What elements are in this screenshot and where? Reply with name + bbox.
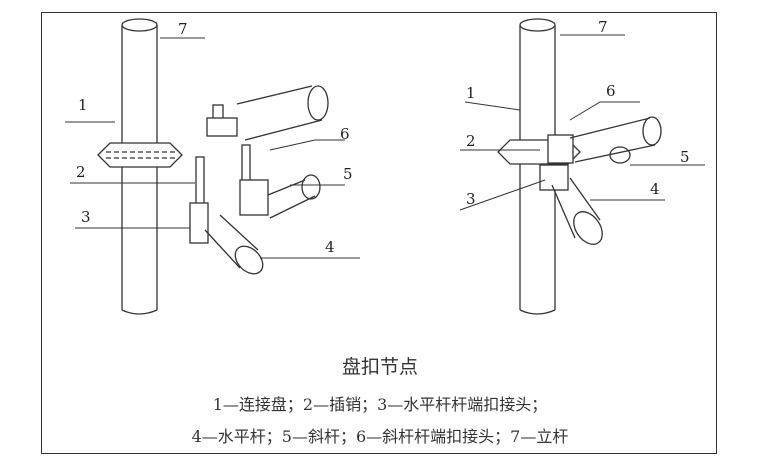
figure-border <box>41 12 717 454</box>
right-label-6: 6 <box>606 82 616 100</box>
left-label-5: 5 <box>343 165 353 183</box>
diagonal-bar <box>301 174 321 200</box>
pole-top <box>121 18 158 32</box>
connecting-disc <box>97 142 183 168</box>
right-label-1: 1 <box>466 84 476 102</box>
left-label-7: 7 <box>178 20 188 38</box>
right-label-3: 3 <box>466 190 476 208</box>
right-label-2: 2 <box>466 132 476 150</box>
legend-line-2: 4—水平杆；5—斜杆；6—斜杆杆端扣接头；7—立杆 <box>191 427 569 446</box>
figure-title: 盘扣节点 <box>341 356 418 378</box>
right-label-5: 5 <box>680 148 690 166</box>
right-label-4: 4 <box>650 180 660 198</box>
left-label-6: 6 <box>340 125 350 143</box>
left-label-3: 3 <box>81 208 91 226</box>
right-label-7: 7 <box>598 18 608 36</box>
left-label-4: 4 <box>325 238 335 256</box>
right-assembly-drawing <box>459 18 705 315</box>
left-label-1: 1 <box>78 96 88 114</box>
left-assembly-drawing <box>65 18 360 315</box>
horizontal-bar <box>234 245 264 275</box>
legend-line-1: 1—连接盘；2—插销；3—水平杆杆端扣接头； <box>212 395 548 414</box>
pin <box>195 156 205 208</box>
left-label-2: 2 <box>76 163 86 181</box>
